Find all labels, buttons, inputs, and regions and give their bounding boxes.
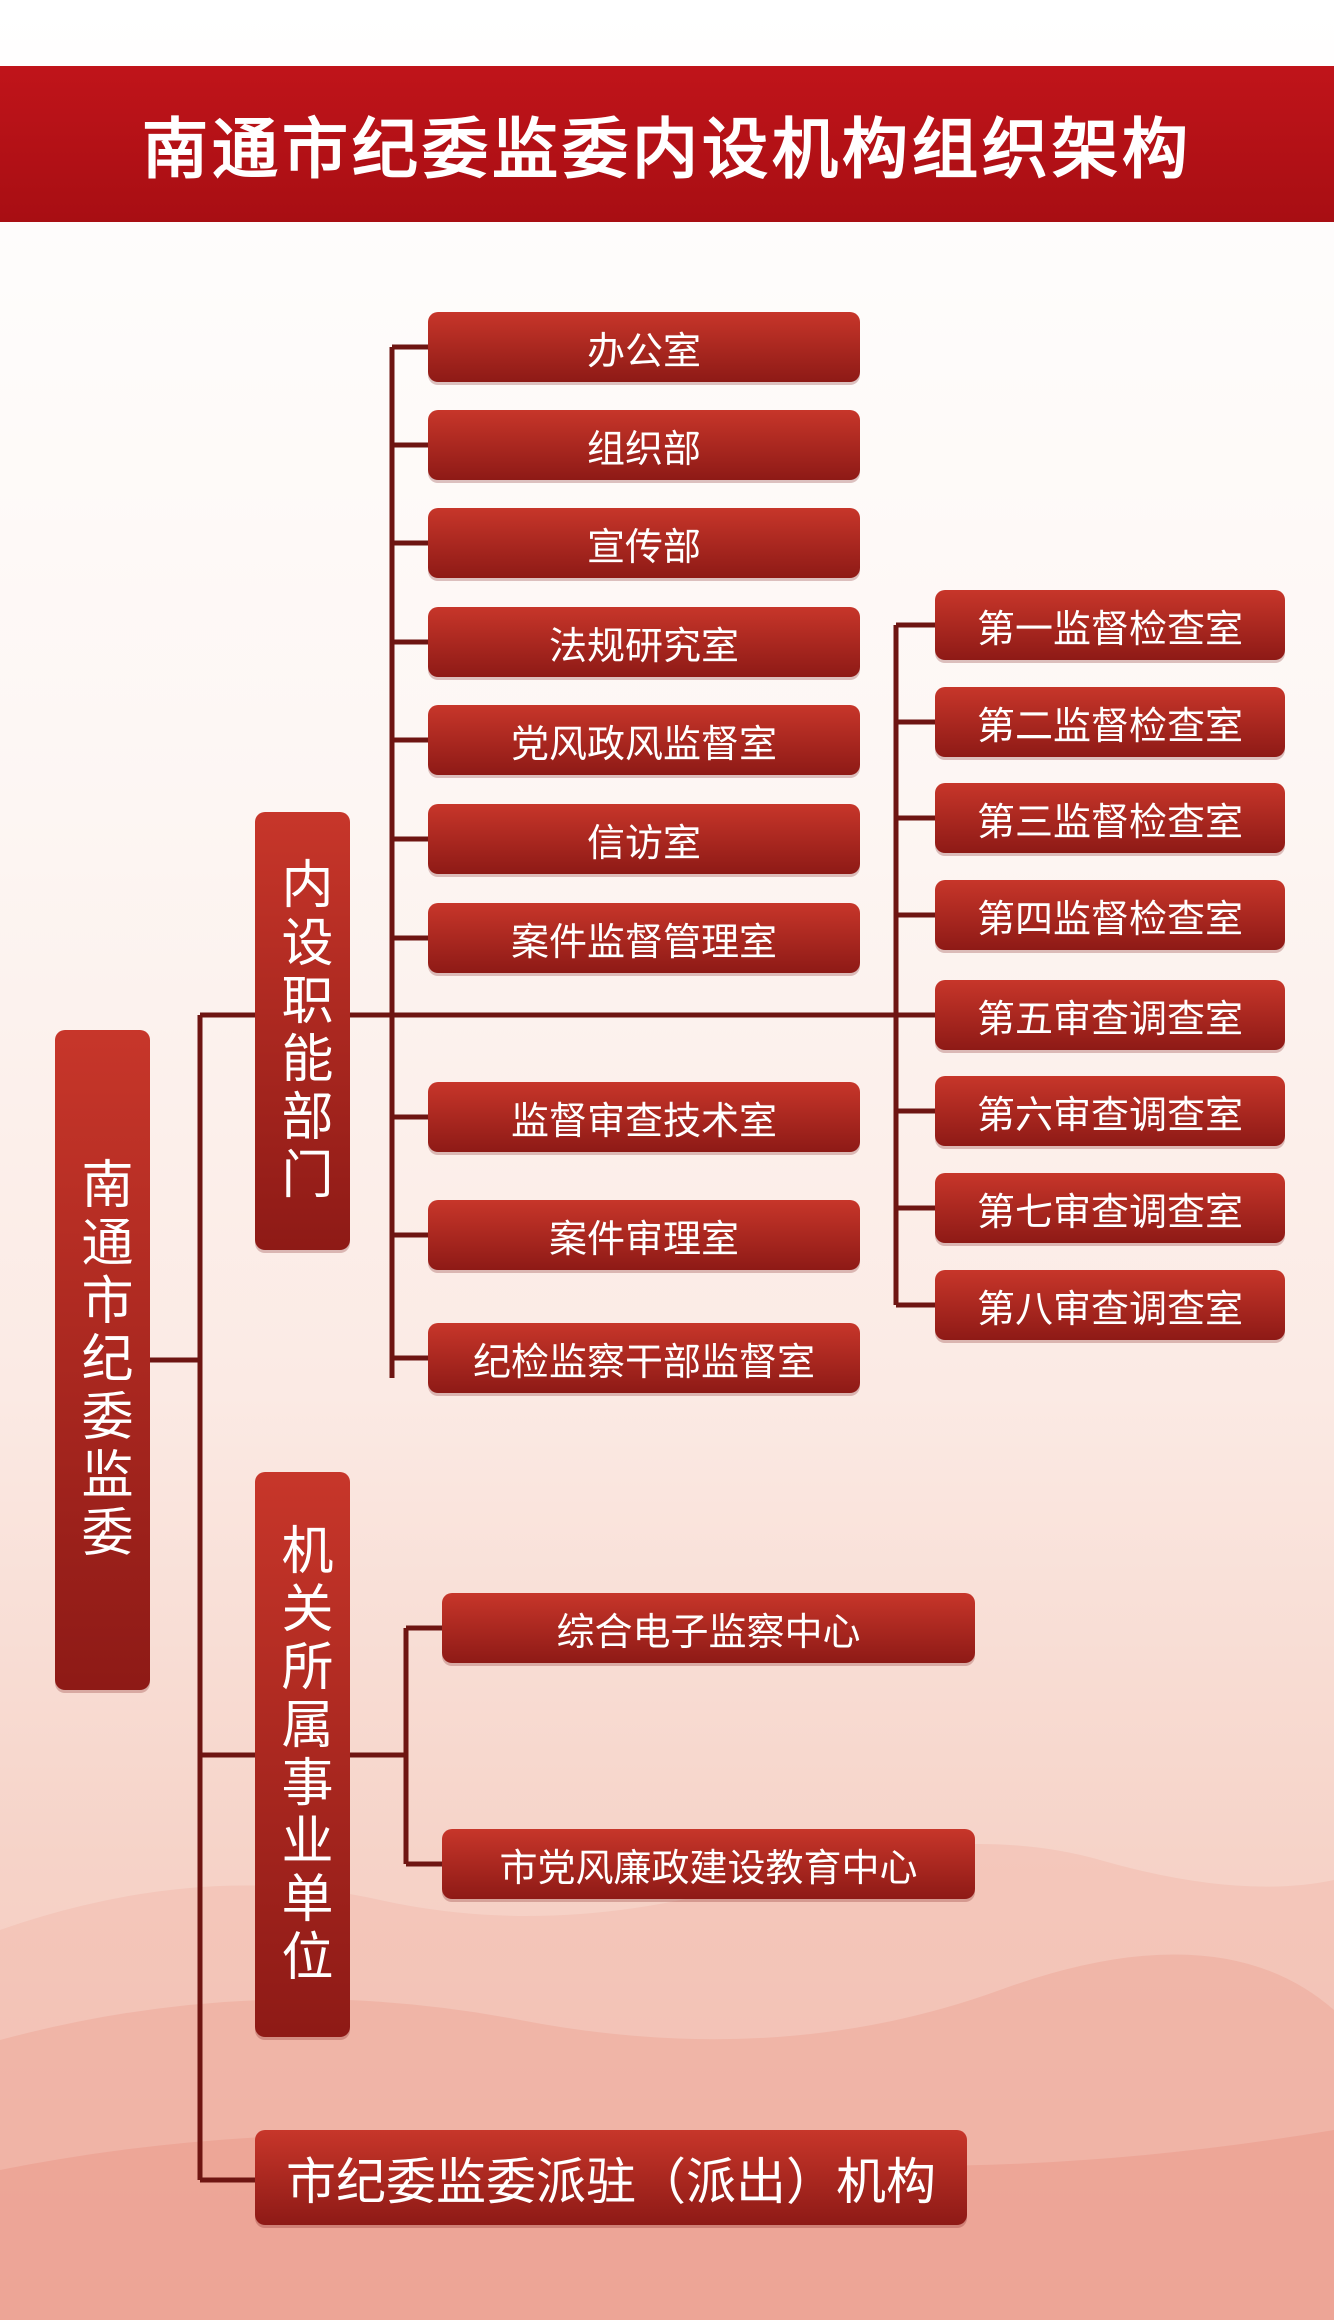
investigation-room-7: 第七审查调查室	[935, 1173, 1285, 1243]
inspection-room-1: 第一监督检查室	[935, 590, 1285, 660]
investigation-room-8: 第八审查调查室	[935, 1270, 1285, 1340]
unit-e-supervision-center: 综合电子监察中心	[442, 1593, 975, 1663]
page-title: 南通市纪委监委内设机构组织架构	[142, 111, 1192, 188]
unit-education-center: 市党风廉政建设教育中心	[442, 1829, 975, 1899]
affiliated-units-node: 机关所属事业单位	[255, 1472, 350, 2037]
investigation-room-5: 第五审查调查室	[935, 980, 1285, 1050]
dept-organization: 组织部	[428, 410, 860, 480]
root-node: 南通市纪委监委	[55, 1030, 150, 1690]
inspection-room-4: 第四监督检查室	[935, 880, 1285, 950]
title-banner: 南通市纪委监委内设机构组织架构	[0, 66, 1334, 222]
dept-case-trial: 案件审理室	[428, 1200, 860, 1270]
dept-petition: 信访室	[428, 804, 860, 874]
inspection-room-2: 第二监督检查室	[935, 687, 1285, 757]
affiliated-units-label: 机关所属事业单位	[272, 1522, 332, 1987]
inspection-room-3: 第三监督检查室	[935, 783, 1285, 853]
dispatched-agencies-label: 市纪委监委派驻（派出）机构	[286, 2152, 936, 2211]
internal-departments-node: 内设职能部门	[255, 812, 350, 1250]
dept-office: 办公室	[428, 312, 860, 382]
dept-case-supervision: 案件监督管理室	[428, 903, 860, 973]
dept-legal-research: 法规研究室	[428, 607, 860, 677]
dept-tech: 监督审查技术室	[428, 1082, 860, 1152]
investigation-room-6: 第六审查调查室	[935, 1076, 1285, 1146]
internal-departments-label: 内设职能部门	[272, 857, 332, 1205]
dispatched-agencies-node: 市纪委监委派驻（派出）机构	[255, 2130, 967, 2225]
dept-cadre-supervision: 纪检监察干部监督室	[428, 1323, 860, 1393]
root-label: 南通市纪委监委	[72, 1157, 132, 1563]
dept-party-style: 党风政风监督室	[428, 705, 860, 775]
dept-publicity: 宣传部	[428, 508, 860, 578]
